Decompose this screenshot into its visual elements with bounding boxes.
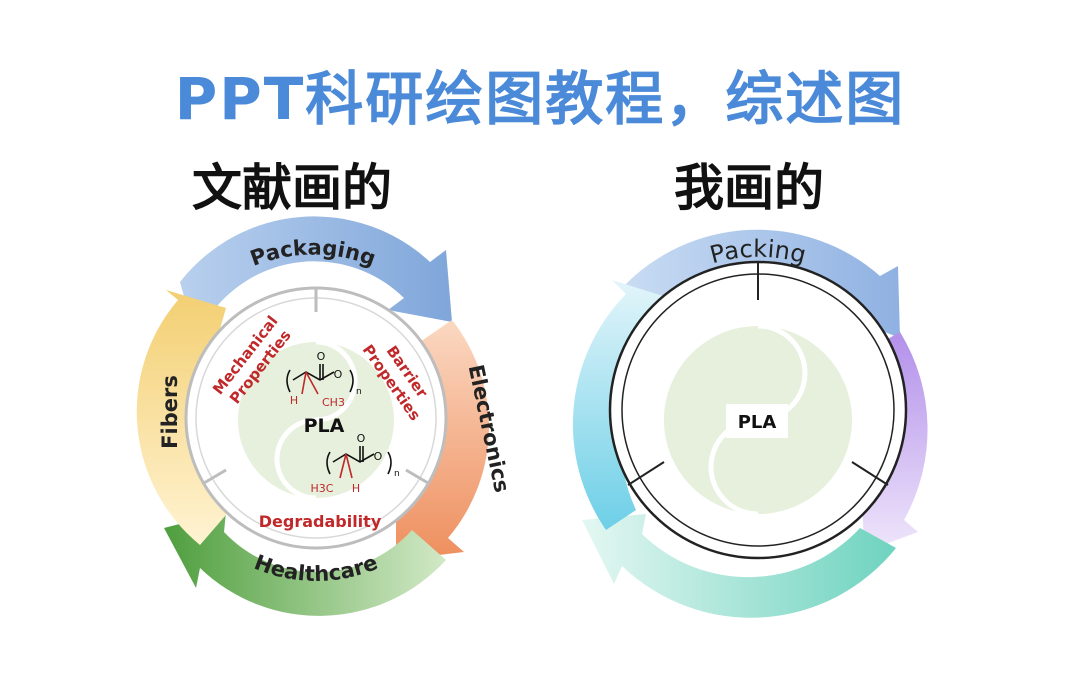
left-diagram: Packaging Electronics Healthcare Fibers … — [136, 216, 514, 616]
healthcare-arrow — [164, 512, 446, 616]
chem-top-n: n — [356, 387, 362, 397]
right-caption: 我画的 — [674, 159, 824, 217]
right-diagram: PLA Packing — [572, 229, 928, 618]
chem-structure-top — [286, 364, 354, 395]
right-bottom-arrow — [582, 514, 896, 618]
chem-bottom-h3c: H3C — [311, 482, 334, 495]
chem-bottom-h: H — [352, 482, 360, 495]
chem-top-o2: O — [334, 368, 343, 381]
chem-bottom-n: n — [394, 469, 400, 479]
packaging-arrow — [180, 216, 452, 322]
right-pla-box — [726, 404, 788, 438]
page-title: PPT科研绘图教程，综述图 — [174, 65, 906, 133]
fibers-label: Fibers — [158, 375, 182, 449]
chem-top-h: H — [290, 394, 298, 407]
chem-structure-bottom — [326, 446, 392, 479]
chem-top-ch3: CH3 — [322, 396, 345, 409]
pla-center-label: PLA — [304, 415, 345, 437]
right-pla-label: PLA — [738, 412, 777, 433]
right-top-arrow — [622, 229, 900, 338]
degradability-label: Degradability — [259, 512, 382, 531]
chem-top-o1: O — [317, 350, 326, 363]
chem-bottom-o2: O — [374, 450, 383, 463]
chem-bottom-o1: O — [357, 432, 366, 445]
left-caption: 文献画的 — [192, 159, 392, 217]
